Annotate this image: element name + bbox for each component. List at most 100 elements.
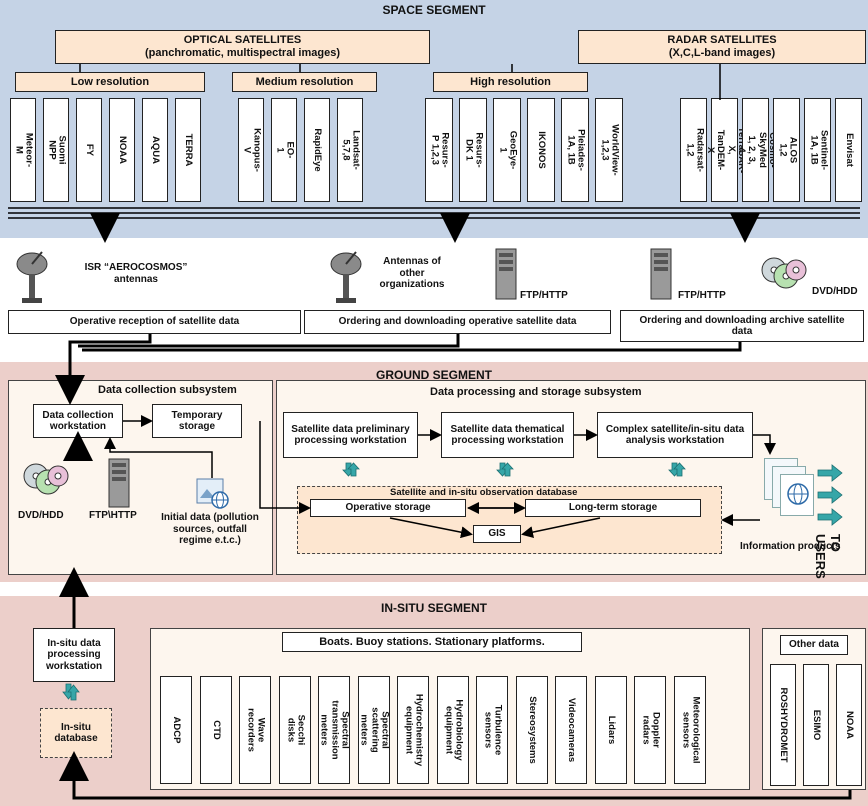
insitu-processing-workstation: In-situ data processing workstation: [33, 628, 115, 682]
server-icon: [495, 248, 517, 300]
satellite-box-label: Envisat: [843, 133, 855, 167]
satellite-box: IKONOS: [527, 98, 555, 202]
instrument-box-label: Lidars: [605, 715, 617, 745]
satellite-box: WorldView-1,2,3: [595, 98, 623, 202]
instrument-box-label: Doppler radars: [640, 712, 662, 748]
instrument-box: Turbulence sensors: [476, 676, 508, 784]
instrument-box: Hydrobiology equipment: [436, 676, 469, 784]
instrument-box: Hydrochemistry equipment: [397, 676, 429, 784]
satellite-box-label: IKONOS: [536, 131, 548, 169]
satellite-box: Cosmo-SkyMed 1, 2, 3, 4: [735, 98, 777, 202]
satellite-box-label: AQUA: [150, 136, 162, 164]
satellite-box-label: Meteor-M: [13, 132, 35, 168]
other-source-box: ESIMO: [803, 664, 829, 786]
instrument-box: Secchi disks: [278, 676, 311, 784]
instrument-box: Spectral scattering meters: [357, 676, 391, 784]
satellite-box: Meteor-M: [10, 98, 36, 202]
other-source-box: ROSHYDROMET: [770, 664, 796, 786]
satellite-box: TerraSAR-X, TanDEM-X: [704, 98, 746, 202]
dvd-hdd-label: DVD/HDD: [18, 510, 64, 521]
satellite-box-label: Radarsat-1,2: [683, 128, 705, 172]
other-source-box-label: ROSHYDROMET: [778, 687, 790, 763]
long-term-storage: Long-term storage: [525, 499, 701, 517]
instrument-box: Doppler radars: [634, 676, 666, 784]
satellite-box: Resurs-P 1,2,3: [425, 98, 453, 202]
satellite-box-label: Landsat-5,7,8: [340, 130, 362, 170]
instrument-box-label: Hydrobiology equipment: [442, 699, 464, 761]
instrument-box-label: Spectral scattering meters: [358, 707, 391, 753]
satellite-box-label: Sentinel-1A, 1B: [807, 129, 829, 171]
boats-buoys-platforms: Boats. Buoy stations. Stationary platfor…: [282, 632, 582, 652]
ordering-operative-box: Ordering and downloading operative satel…: [304, 310, 611, 334]
satellite-box-label: Pleiades-1A, 1B: [565, 129, 587, 171]
instrument-box-label: Turbulence sensors: [482, 704, 504, 756]
satellite-box-label: FY: [84, 143, 96, 157]
instrument-box-label: Meteorological sensors: [679, 696, 701, 764]
instrument-box-label: Hydrochemistry equipment: [403, 693, 425, 767]
instrument-box: Lidars: [594, 676, 627, 784]
satellite-box: Envisat: [835, 98, 862, 202]
gis: GIS: [473, 525, 521, 543]
instrument-box-label: Spectral transmission meters: [318, 700, 351, 760]
other-antenna-icon: [330, 251, 362, 303]
radar-satellites-box: RADAR SATELLITES (X,C,L-band images): [578, 30, 866, 64]
satellite-box: GeoEye-1: [493, 98, 521, 202]
operative-storage: Operative storage: [310, 499, 466, 517]
information-products-label: Information products: [740, 541, 841, 552]
satellite-box-label: Suomi NPP: [46, 135, 68, 165]
initial-data-label: Initial data (pollution sources, outfall…: [161, 512, 259, 546]
satellite-box: Pleiades-1A, 1B: [561, 98, 589, 202]
server-icon: [108, 458, 130, 508]
high-resolution-box: High resolution: [433, 72, 588, 92]
processing-subsystem-title: Data processing and storage subsystem: [430, 386, 642, 398]
instrument-box-label: Wave recorders: [245, 708, 267, 752]
satellite-box: Radarsat-1,2: [680, 98, 707, 202]
operative-reception-box: Operative reception of satellite data: [8, 310, 301, 334]
satellite-box: TERRA: [175, 98, 201, 202]
satellite-box-label: Kanopus-V: [241, 128, 263, 172]
to-users-label: TO USERS: [813, 534, 843, 579]
other-source-box: NOAA: [836, 664, 862, 786]
instrument-box-label: Videocameras: [566, 697, 578, 763]
satellite-box: Sentinel-1A, 1B: [804, 98, 831, 202]
satellite-box-label: Cosmo-SkyMed 1, 2, 3, 4: [735, 132, 778, 168]
image-globe-icon: [196, 478, 229, 509]
complex-analysis-workstation: Complex satellite/in-situ data analysis …: [597, 412, 753, 458]
collection-subsystem-title: Data collection subsystem: [98, 384, 237, 396]
instrument-box: CTD: [199, 676, 232, 784]
instrument-box-label: ADCP: [171, 716, 183, 744]
satellite-box: Kanopus-V: [238, 98, 264, 202]
satellite-box-label: Resurs-P 1,2,3: [429, 132, 451, 168]
database-title: Satellite and in-situ observation databa…: [390, 487, 578, 498]
ftp-http-label-2: FTP/HTTP: [678, 290, 726, 301]
other-source-box-label: NOAA: [844, 711, 856, 739]
instrument-box: ADCP: [160, 676, 192, 784]
satellite-box: Suomi NPP: [43, 98, 69, 202]
ground-segment-title: GROUND SEGMENT: [375, 368, 492, 382]
satellite-box-label: EO-1: [274, 141, 296, 159]
instrument-box-label: Secchi disks: [284, 714, 306, 746]
satellite-box-label: RapidEye: [312, 128, 324, 172]
other-data-box: Other data: [780, 635, 848, 655]
instrument-box: Spectral transmission meters: [318, 676, 351, 784]
satellite-box: FY: [76, 98, 102, 202]
satellite-box-label: NOAA: [117, 136, 129, 164]
dvd-hdd-label-top: DVD/HDD: [812, 286, 858, 297]
satellite-box-label: WorldView-1,2,3: [599, 124, 621, 176]
insitu-database: In-situ database: [40, 708, 112, 758]
dvd-icon: [23, 463, 69, 495]
server-icon: [650, 248, 672, 300]
instrument-box: Wave recorders: [239, 676, 271, 784]
ftp-http-label-1: FTP/HTTP: [520, 290, 568, 301]
other-antennas-label: Antennas of other organizations: [379, 256, 445, 290]
satellite-box: NOAA: [109, 98, 135, 202]
ftp-http-label-3: FTP\HTTP: [89, 510, 137, 521]
satellite-box: ALOS 1,2: [773, 98, 800, 202]
instrument-box: Meteorological sensors: [673, 676, 706, 784]
satellite-box-label: ALOS 1,2: [776, 136, 798, 164]
thematical-processing-workstation: Satellite data thematical processing wor…: [441, 412, 574, 458]
preliminary-processing-workstation: Satellite data preliminary processing wo…: [283, 412, 418, 458]
isr-antennas-label: ISR “AEROCOSMOS” antennas: [84, 262, 188, 285]
satellite-box-label: GeoEye-1: [497, 130, 519, 170]
satellite-box: AQUA: [142, 98, 168, 202]
